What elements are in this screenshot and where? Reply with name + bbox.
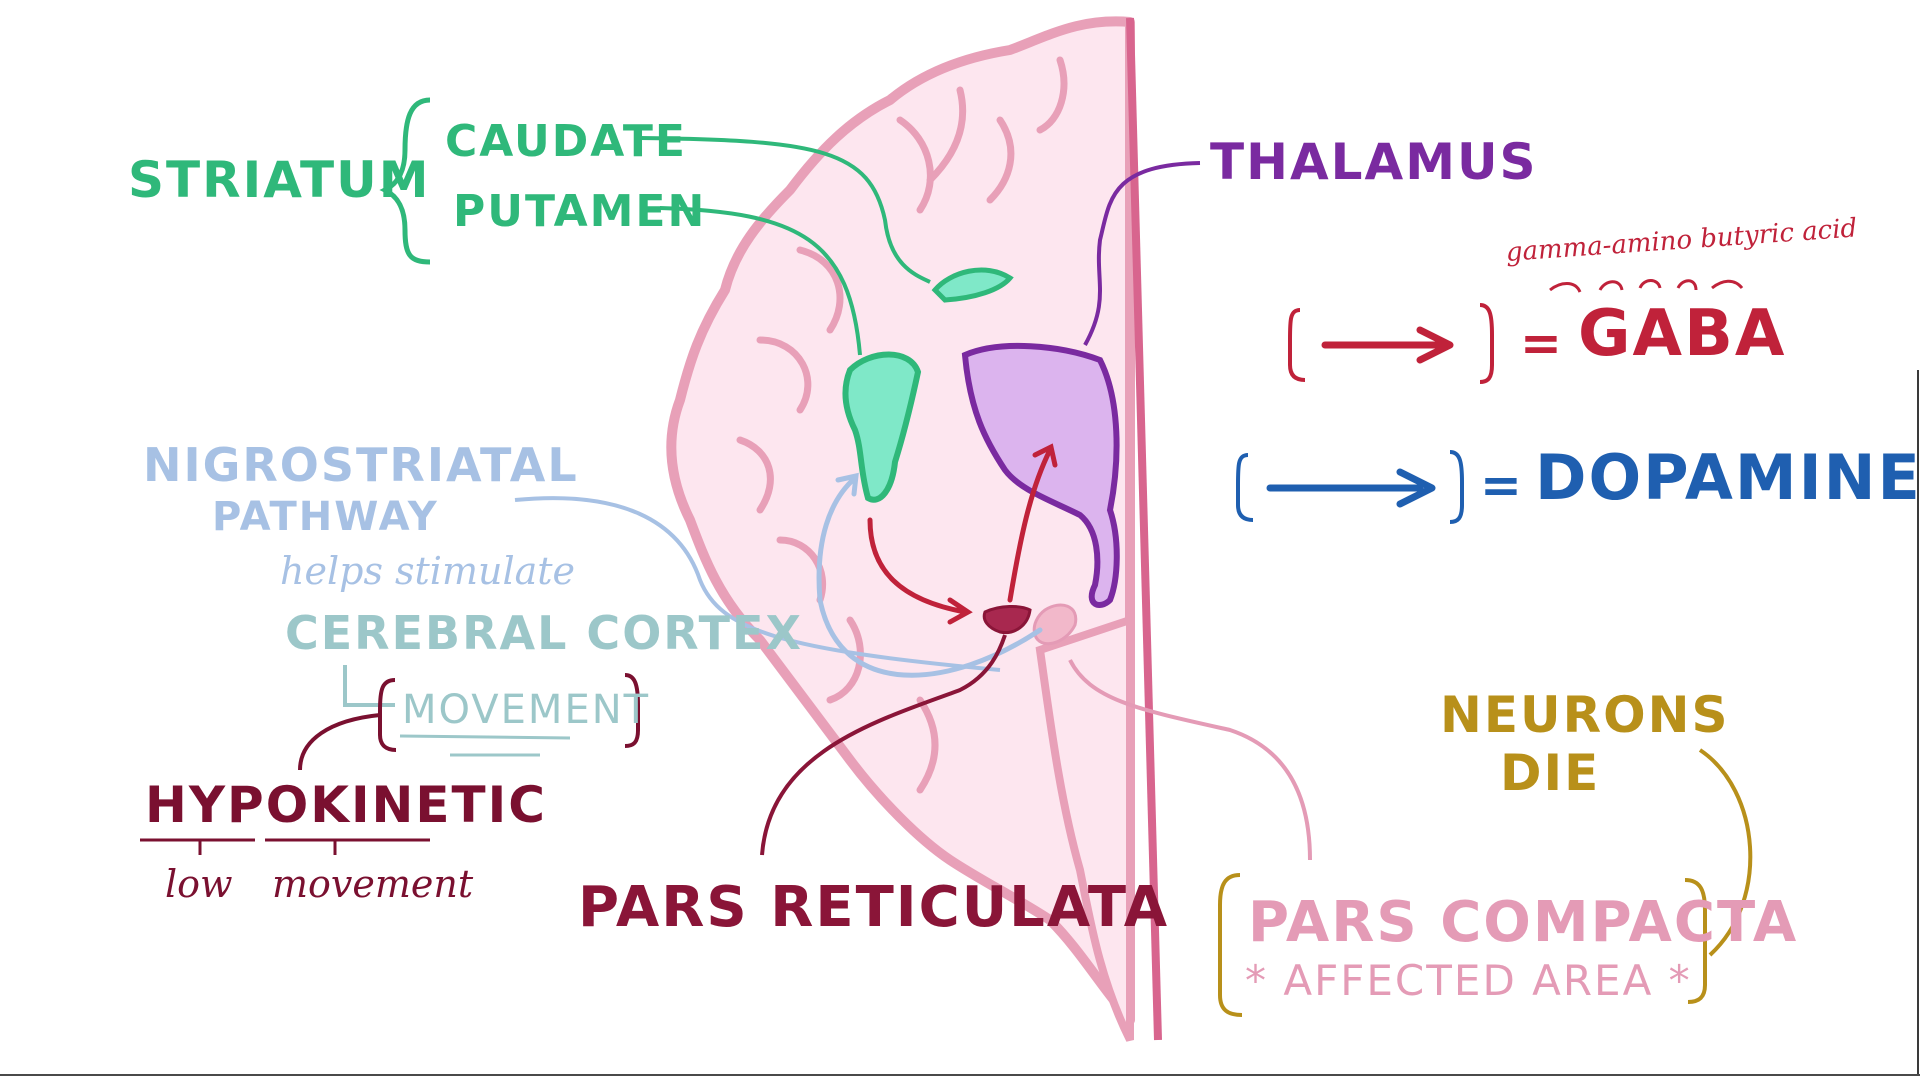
neurons-label-line1: NEURONS [1440, 686, 1730, 744]
caudate-label: CAUDATE [445, 116, 687, 167]
dopamine-equals: = [1480, 456, 1524, 514]
gaba-legend-bracket-right [1479, 303, 1494, 384]
dopamine-legend-bracket-right [1449, 450, 1464, 524]
movement-bracket-left [378, 678, 397, 752]
low-label: low [165, 862, 233, 906]
thalamus-label: THALAMUS [1210, 133, 1538, 191]
brain-gyri [736, 56, 1068, 794]
brainstem [1035, 614, 1134, 1042]
movement-bracket-right [624, 673, 640, 748]
frame-right-edge [1917, 370, 1919, 1074]
cortex-hook [343, 665, 395, 707]
dopamine-legend-arrow [1266, 468, 1436, 508]
gaba-arrow-thalamus [1007, 443, 1058, 603]
gaba-label: GABA [1578, 297, 1787, 371]
gaba-legend-bracket-left [1288, 308, 1306, 382]
nigrostriatal-label-line1: NIGROSTRIATAL [143, 438, 579, 492]
movement-underline [399, 734, 571, 757]
neurons-label-line2: DIE [1500, 744, 1601, 802]
gaba-arrow-striatum [867, 517, 973, 625]
thalamus-leader [1083, 161, 1201, 346]
compacta-bracket-left [1218, 873, 1243, 1017]
pars-compacta-label: PARS COMPACTA [1248, 890, 1799, 955]
hypokinetic-underline [140, 838, 430, 855]
nigrostriatal-label-line2: PATHWAY [212, 494, 439, 540]
gaba-expansion-brackets [1549, 279, 1744, 293]
reticulata-leader [760, 634, 1007, 856]
compacta-bracket-right [1684, 878, 1707, 1004]
striatum-label: STRIATUM [128, 151, 431, 209]
cerebral-cortex-label: CEREBRAL CORTEX [285, 606, 803, 660]
gaba-legend-arrow [1321, 326, 1454, 364]
dopamine-legend-bracket-left [1236, 453, 1254, 522]
movement-caps-label: MOVEMENT [402, 687, 651, 733]
hypokinetic-label: HYPOKINETIC [145, 776, 547, 834]
caudate-shape [931, 267, 1014, 303]
putamen-leader [659, 206, 862, 356]
caudate-leader [639, 136, 931, 284]
dopamine-label: DOPAMINE [1535, 441, 1920, 514]
helps-stimulate-label: helps stimulate [280, 549, 576, 593]
hypokinetic-link [298, 713, 381, 771]
movement-label: movement [272, 862, 474, 906]
pars-compacta-shape [1032, 603, 1078, 646]
pars-reticulata-shape [982, 605, 1032, 635]
brain-hemisphere [666, 16, 1135, 1025]
compacta-leader [1068, 659, 1312, 861]
striatum-brace [379, 97, 431, 265]
putamen-shape [842, 351, 922, 503]
pars-reticulata-label: PARS RETICULATA [578, 875, 1170, 940]
affected-area-label: * AFFECTED AREA * [1245, 956, 1692, 1005]
nigrostriatal-arrow [816, 472, 1043, 678]
putamen-label: PUTAMEN [453, 186, 707, 237]
midline [1126, 17, 1162, 1041]
neurons-leader [1698, 748, 1753, 957]
frame-bottom-edge [0, 1074, 1920, 1076]
gaba-equals: = [1520, 314, 1564, 372]
